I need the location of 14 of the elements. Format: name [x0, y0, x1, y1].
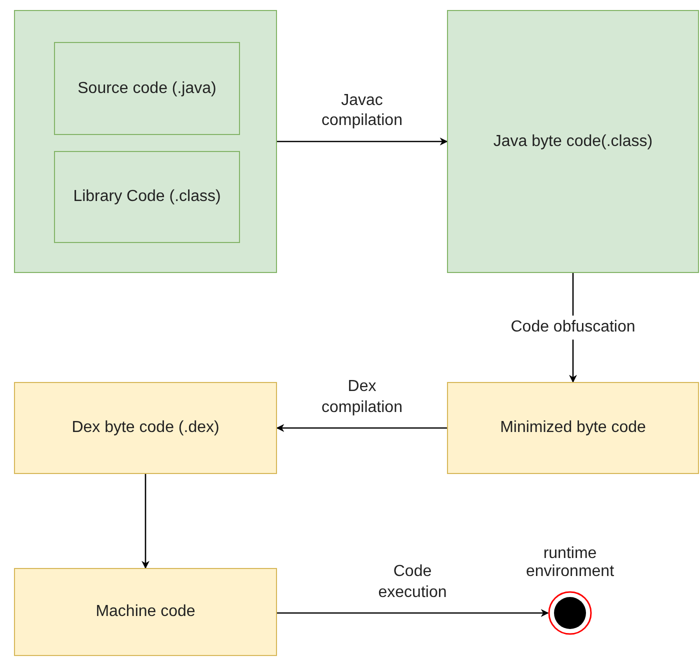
process-box: Minimized byte code — [447, 382, 699, 474]
process-box: Dex byte code (.dex) — [14, 382, 277, 474]
process-box: Library Code (.class) — [54, 151, 240, 243]
end-state-circle — [548, 591, 592, 635]
process-box: Source code (.java) — [54, 42, 240, 135]
group-box — [14, 10, 277, 273]
state-caption: runtime environment — [524, 545, 616, 581]
arrow — [276, 424, 447, 432]
process-box: Machine code — [14, 568, 277, 656]
edge-label: Code obfuscation — [510, 315, 636, 340]
arrow — [142, 474, 150, 569]
arrow — [277, 138, 448, 146]
arrow — [277, 609, 549, 617]
process-box: Java byte code(.class) — [447, 10, 699, 273]
